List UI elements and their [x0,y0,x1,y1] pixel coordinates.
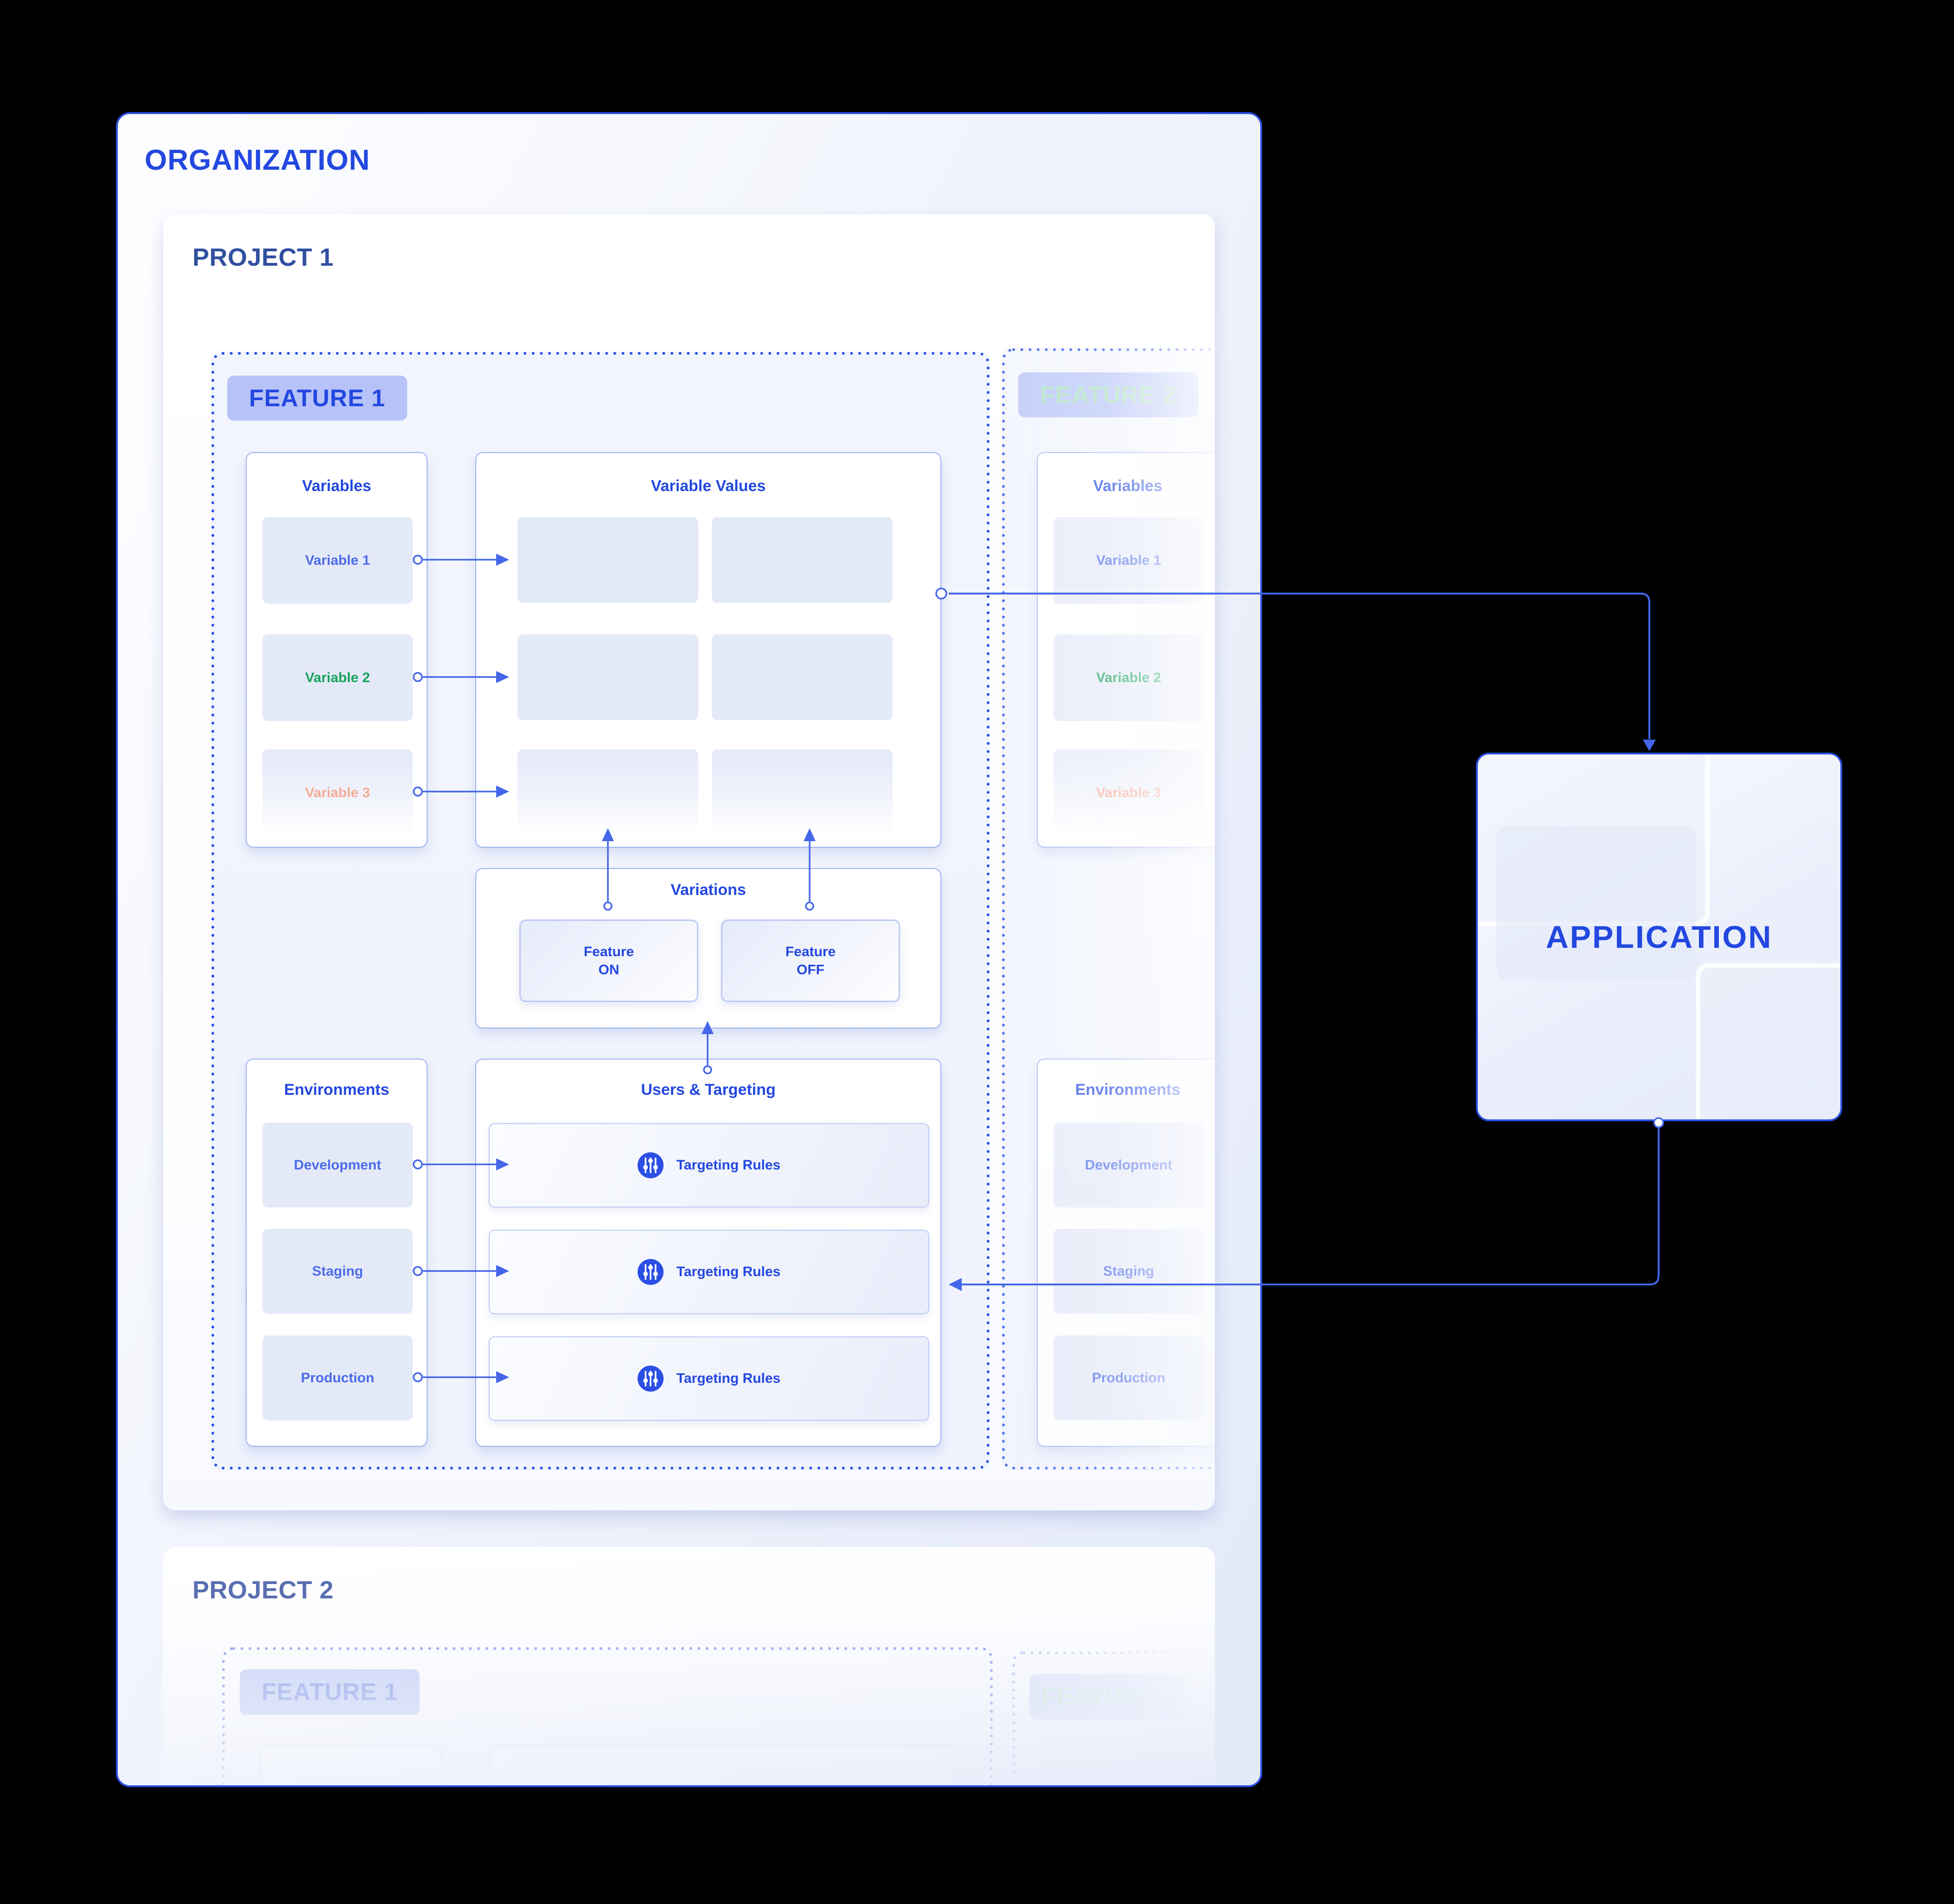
feature2-environment-staging-box: Staging [1054,1229,1204,1314]
variables-title: Variables [302,477,371,495]
organization-title: ORGANIZATION [145,144,370,176]
project1-panel: PROJECT 1 FEATURE 1 Variables Variable 1… [163,214,1215,1510]
variable-value-cell [517,634,698,720]
feature2-variable-1-box: Variable 1 [1054,517,1204,604]
targeting-rules-label: Targeting Rules [676,1157,781,1173]
variables-panel: Variables Variable 1 Variable 2 Variable… [246,452,428,848]
feature2-variable-2-box: Variable 2 [1054,634,1204,721]
sliders-icon [637,1366,664,1392]
environment-staging-box: Staging [262,1229,413,1314]
variations-panel: Variations Feature ON Feature OFF [475,868,941,1029]
variable-1-box: Variable 1 [262,517,413,604]
variable-values-title: Variable Values [651,477,766,495]
targeting-rules-row: Targeting Rules [489,1123,929,1208]
faint-panel [490,1745,954,1785]
faint-panel [260,1745,441,1785]
organization-panel: ORGANIZATION PROJECT 1 FEATURE 1 Variabl… [116,112,1262,1787]
feature-off-box: Feature OFF [721,920,900,1002]
variable-value-cell [517,749,698,835]
project2-feature1-box: FEATURE 1 [222,1647,993,1785]
feature1-badge: FEATURE 1 [227,376,407,421]
app-decor-tile [1696,963,1840,1119]
feature2-environment-production-box: Production [1054,1335,1204,1420]
project2-title: PROJECT 2 [192,1576,334,1604]
variable-value-cell [517,517,698,603]
feature2-environment-development-box: Development [1054,1123,1204,1208]
feature1-box: FEATURE 1 Variables Variable 1 Variable … [211,351,990,1470]
feature-off-line2: OFF [797,962,824,978]
project2-feature2-box: FEATURE 2 [1012,1651,1215,1785]
project2-feature2-badge: FEATURE 2 [1029,1674,1189,1719]
variable-values-panel: Variable Values [475,452,941,848]
targeting-rules-label: Targeting Rules [676,1371,781,1386]
variations-title: Variations [670,881,746,899]
environment-development-box: Development [262,1123,413,1208]
application-panel: APPLICATION [1476,753,1842,1121]
feature2-variables-title: Variables [1093,477,1162,495]
feature2-badge: FEATURE 2 [1018,372,1198,417]
sliders-icon [637,1259,664,1285]
variable-value-cell [712,749,893,835]
feature2-environments-panel: Environments Development Staging Product… [1037,1059,1215,1447]
environment-production-box: Production [262,1335,413,1420]
variable-2-box: Variable 2 [262,634,413,721]
users-targeting-panel: Users & Targeting Targeting Rules [475,1059,941,1447]
application-title: APPLICATION [1545,919,1773,955]
users-targeting-title: Users & Targeting [641,1081,776,1099]
variable-value-cell [712,517,893,603]
app-decor-tile [1496,826,1696,979]
targeting-rules-label: Targeting Rules [676,1264,781,1279]
sliders-icon [637,1152,664,1178]
targeting-rules-row: Targeting Rules [489,1230,929,1314]
feature-off-line1: Feature [785,944,836,959]
variable-3-box: Variable 3 [262,749,413,836]
project2-feature1-badge: FEATURE 1 [240,1669,420,1715]
feature2-environments-title: Environments [1075,1081,1181,1099]
feature2-box: FEATURE 2 Variables Variable 1 Variable … [1002,348,1215,1470]
feature-on-box: Feature ON [519,920,698,1002]
project2-panel: PROJECT 2 FEATURE 1 FEATURE 2 [163,1547,1215,1785]
environments-title: Environments [284,1081,390,1099]
variable-value-cell [712,634,893,720]
targeting-rules-row: Targeting Rules [489,1336,929,1421]
feature1-dotted-border [211,352,990,1470]
feature-on-line1: Feature [583,944,634,959]
feature2-variables-panel: Variables Variable 1 Variable 2 Variable… [1037,452,1215,848]
feature2-variable-3-box: Variable 3 [1054,749,1204,836]
feature-on-line2: ON [598,962,619,978]
environments-panel: Environments Development Staging Product… [246,1059,428,1447]
project1-title: PROJECT 1 [192,243,334,271]
